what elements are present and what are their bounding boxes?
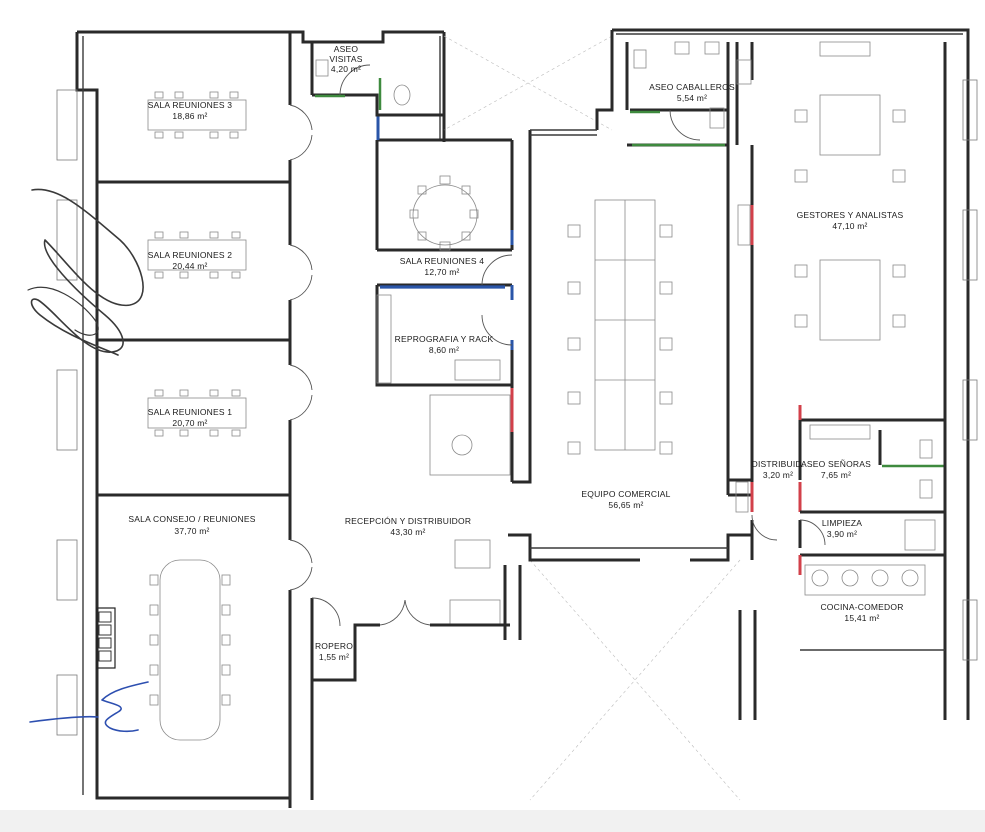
room-area-gestores-analistas: 47,10 m²: [832, 221, 867, 231]
room-name-equipo-comercial: EQUIPO COMERCIAL: [581, 489, 670, 499]
room-area-sala-reuniones-4: 12,70 m²: [424, 267, 459, 277]
blue-pen-mark: [29, 681, 149, 733]
room-name-aseo-caballeros: ASEO CABALLEROS: [649, 82, 735, 92]
room-area-sala-reuniones-2: 20,44 m²: [172, 261, 207, 271]
room-area-aseo-senoras: 7,65 m²: [821, 470, 851, 480]
room-name-cocina-comedor: COCINA-COMEDOR: [820, 602, 903, 612]
meeting-tables: [96, 91, 247, 741]
room-name-recepcion: RECEPCIÓN Y DISTRIBUIDOR: [345, 516, 471, 526]
room-area-aseo-visitas: 4,20 m²: [331, 64, 361, 74]
room-area-sala-consejo: 37,70 m²: [174, 526, 209, 536]
room-area-aseo-caballeros: 5,54 m²: [677, 93, 707, 103]
room-labels: SALA REUNIONES 3 18,86 m² ASEO VISITAS 4…: [128, 44, 903, 662]
room-area-equipo-comercial: 56,65 m²: [608, 500, 643, 510]
room-name-limpieza: LIMPIEZA: [822, 518, 862, 528]
right-upper-walls: [530, 30, 947, 495]
signature-scribble: [27, 188, 144, 356]
room-name-aseo-visitas-2: VISITAS: [329, 54, 362, 64]
right-lower-walls: [503, 405, 947, 720]
room-area-reprografia-rack: 8,60 m²: [429, 345, 459, 355]
room-area-cocina-comedor: 15,41 m²: [844, 613, 879, 623]
entrance-walls: [289, 597, 510, 800]
room-name-aseo-visitas-1: ASEO: [334, 44, 359, 54]
room-name-sala-reuniones-3: SALA REUNIONES 3: [148, 100, 233, 110]
room-area-limpieza: 3,90 m²: [827, 529, 857, 539]
room-name-sala-reuniones-1: SALA REUNIONES 1: [148, 407, 233, 417]
room-area-ropero: 1,55 m²: [319, 652, 349, 662]
room-area-sala-reuniones-1: 20,70 m²: [172, 418, 207, 428]
room-area-sala-reuniones-3: 18,86 m²: [172, 111, 207, 121]
room-name-gestores-analistas: GESTORES Y ANALISTAS: [797, 210, 904, 220]
aseo-visitas-walls: [312, 59, 444, 117]
room-name-reprografia-rack: REPROGRAFIA Y RACK: [395, 334, 494, 344]
room-name-ropero: ROPERO: [315, 641, 353, 651]
room-name-distribuidor: DISTRIBUID.: [752, 459, 805, 469]
room-area-distribuidor: 3,20 m²: [763, 470, 793, 480]
central-walls: [375, 115, 532, 626]
equipo-comercial-desks: [508, 199, 752, 562]
bottom-strip: [0, 810, 985, 832]
room-area-recepcion: 43,30 m²: [390, 527, 425, 537]
room-name-aseo-senoras: ASEO SEÑORAS: [801, 459, 871, 469]
room-name-sala-consejo: SALA CONSEJO / REUNIONES: [128, 514, 255, 524]
room-name-sala-reuniones-4: SALA REUNIONES 4: [400, 256, 485, 266]
room-name-sala-reuniones-2: SALA REUNIONES 2: [148, 250, 233, 260]
